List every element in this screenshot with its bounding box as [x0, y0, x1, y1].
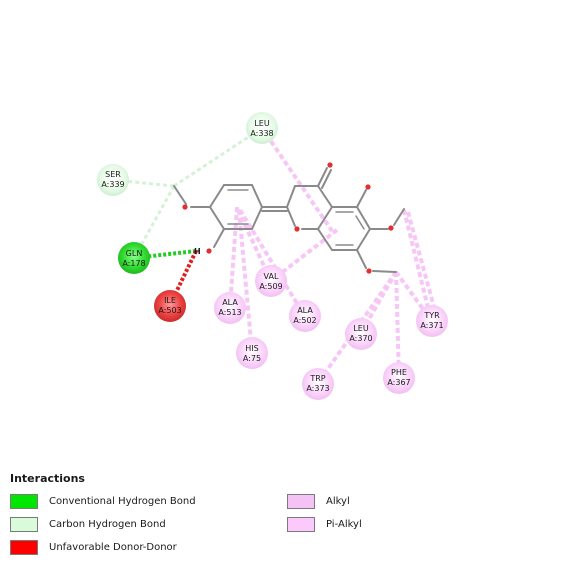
- residue-name: LEU: [353, 324, 369, 333]
- oxygen-atom: [366, 268, 372, 274]
- residue-val509: VAL A:509: [255, 265, 287, 297]
- residue-id: A:339: [101, 180, 124, 189]
- oxygen-atom: [327, 162, 333, 168]
- legend-swatch: [10, 516, 38, 532]
- residue-leu370: LEU A:370: [345, 318, 377, 350]
- legend-item-alkyl: Alkyl: [287, 492, 350, 510]
- alkyl-line-tyr371-b: [402, 209, 433, 321]
- legend-item-pi-alkyl: Pi-Alkyl: [287, 515, 362, 533]
- residue-ser339: SER A:339: [97, 164, 129, 196]
- residue-leu338: LEU A:338: [246, 112, 278, 144]
- pi-alkyl-line-ala502: [238, 208, 306, 317]
- residue-phe367: PHE A:367: [383, 362, 415, 394]
- legend-label: Alkyl: [326, 495, 350, 507]
- alkyl-line-tyr371-c: [406, 211, 439, 319]
- residue-id: A:370: [349, 334, 372, 343]
- residue-name: PHE: [391, 368, 407, 377]
- oxygen-atom: [388, 225, 394, 231]
- residue-id: A:373: [306, 384, 329, 393]
- pi-alkyl-line-val509-b: [269, 228, 339, 283]
- legend-label: Unfavorable Donor-Donor: [49, 541, 177, 553]
- residue-tyr371: TYR A:371: [416, 305, 448, 337]
- legend-item-carbon-hbond: Carbon Hydrogen Bond: [10, 515, 166, 533]
- residue-id: A:367: [387, 378, 410, 387]
- hydrogen-label: H: [194, 247, 201, 256]
- residue-name: TRP: [309, 374, 325, 383]
- residue-id: A:371: [420, 321, 443, 330]
- residue-id: A:509: [259, 282, 282, 291]
- residue-name: LEU: [254, 119, 270, 128]
- residue-id: A:178: [122, 259, 145, 268]
- residue-trp373: TRP A:373: [302, 368, 334, 400]
- oxygen-atom: [206, 248, 212, 254]
- oxygen-atom: [365, 184, 371, 190]
- residue-id: A:75: [243, 354, 261, 363]
- residue-id: A:338: [250, 129, 273, 138]
- residue-gln178: GLN A:178: [118, 242, 150, 274]
- legend-swatch: [10, 493, 38, 509]
- legend-swatch: [287, 516, 315, 532]
- residue-id: A:513: [218, 308, 241, 317]
- residue-name: VAL: [264, 272, 279, 281]
- residue-name: ALA: [222, 298, 238, 307]
- legend-label: Conventional Hydrogen Bond: [49, 495, 196, 507]
- pi-alkyl-line-leu338: [260, 126, 334, 233]
- residue-name: TYR: [423, 311, 440, 320]
- oxygen-atom: [182, 204, 188, 210]
- residue-ala502: ALA A:502: [289, 300, 321, 332]
- pi-alkyl-line-ala513: [228, 206, 239, 308]
- legend-label: Pi-Alkyl: [326, 518, 362, 530]
- legend-title: Interactions: [10, 472, 85, 485]
- residue-name: HIS: [245, 344, 258, 353]
- residue-ala513: ALA A:513: [214, 292, 246, 324]
- legend-swatch: [287, 493, 315, 509]
- interaction-lines: [112, 126, 439, 385]
- legend-swatch: [10, 539, 38, 555]
- carbon-hbond-line-leu338: [173, 126, 263, 188]
- ligand-structure: [173, 167, 405, 273]
- alkyl-line-phe367: [394, 271, 401, 378]
- residue-id: A:502: [293, 316, 316, 325]
- legend-item-conventional-hbond: Conventional Hydrogen Bond: [10, 492, 196, 510]
- residue-his75: HIS A:75: [236, 337, 268, 369]
- residue-id: A:503: [158, 306, 181, 315]
- residue-name: GLN: [126, 249, 143, 258]
- residue-name: SER: [105, 170, 121, 179]
- residue-ile503: ILE A:503: [154, 290, 186, 322]
- residue-name: ILE: [164, 296, 176, 305]
- oxygen-atom: [294, 226, 300, 232]
- heteroatoms: H: [182, 162, 394, 274]
- residue-name: ALA: [297, 306, 313, 315]
- legend-item-unfavorable-donor-donor: Unfavorable Donor-Donor: [10, 538, 177, 556]
- legend-label: Carbon Hydrogen Bond: [49, 518, 166, 530]
